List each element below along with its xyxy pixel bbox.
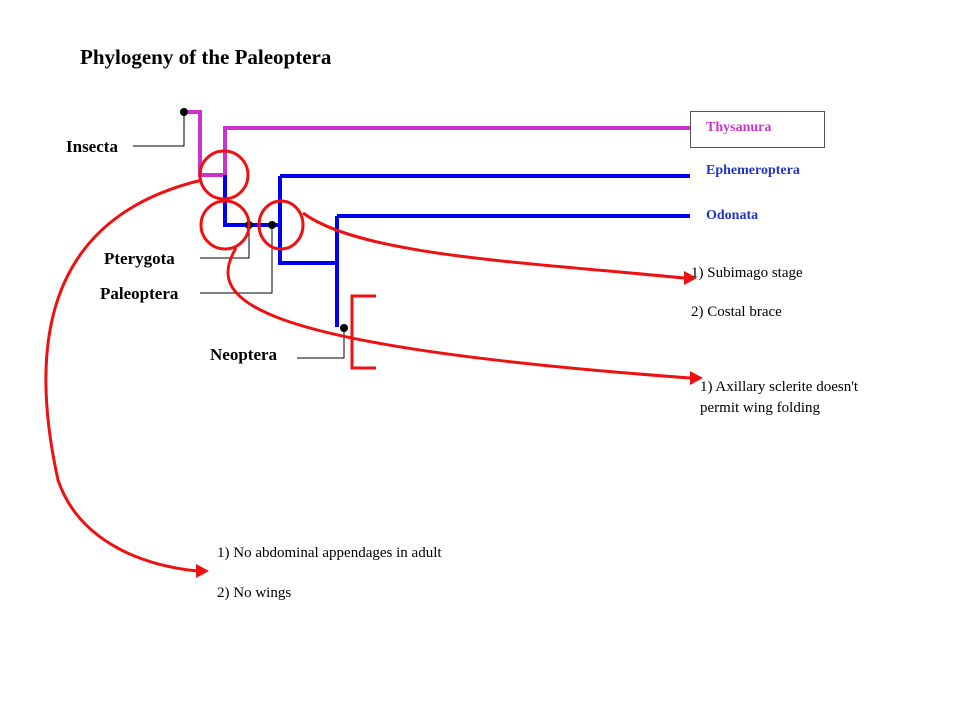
insecta-character-curve — [44, 178, 203, 573]
neoptera-label: Neoptera — [210, 345, 278, 364]
ephemeroptera-character-1: 1) Subimago stage — [691, 265, 803, 281]
odonata-character-curve — [226, 247, 691, 380]
diagram-title: Phylogeny of the Paleoptera — [80, 45, 332, 69]
insecta-highlight-circle — [198, 149, 250, 201]
label-leaders — [133, 112, 345, 359]
node-dots — [180, 108, 348, 332]
thysanura-label: Thysanura — [706, 120, 772, 135]
pterygota-branches — [223, 174, 690, 327]
arrowhead-insecta — [196, 564, 209, 578]
arrowhead-ephemeroptera — [684, 271, 697, 285]
insecta-label: Insecta — [66, 137, 118, 156]
pterygota-label: Pterygota — [104, 249, 175, 268]
odonata-character-1-cont: permit wing folding — [700, 400, 820, 416]
neoptera-bracket — [350, 294, 376, 370]
arrowhead-odonata — [690, 371, 703, 385]
odonata-character-1: 1) Axillary sclerite doesn't — [700, 379, 859, 395]
ephemeroptera-character-2: 2) Costal brace — [691, 304, 782, 320]
thysanura-branch — [184, 110, 690, 177]
thysanura-box — [690, 111, 825, 148]
ephemeroptera-character-curve — [302, 211, 685, 280]
paleoptera-highlight-circle — [257, 199, 305, 251]
insecta-character-1: 1) No abdominal appendages in adult — [217, 545, 442, 561]
pterygota-highlight-circle — [199, 199, 251, 251]
ephemeroptera-label: Ephemeroptera — [706, 163, 800, 178]
arrowheads — [196, 271, 703, 578]
character-annotations — [44, 149, 691, 573]
odonata-label: Odonata — [706, 208, 759, 223]
paleoptera-label: Paleoptera — [100, 284, 179, 303]
insecta-character-2: 2) No wings — [217, 585, 292, 601]
